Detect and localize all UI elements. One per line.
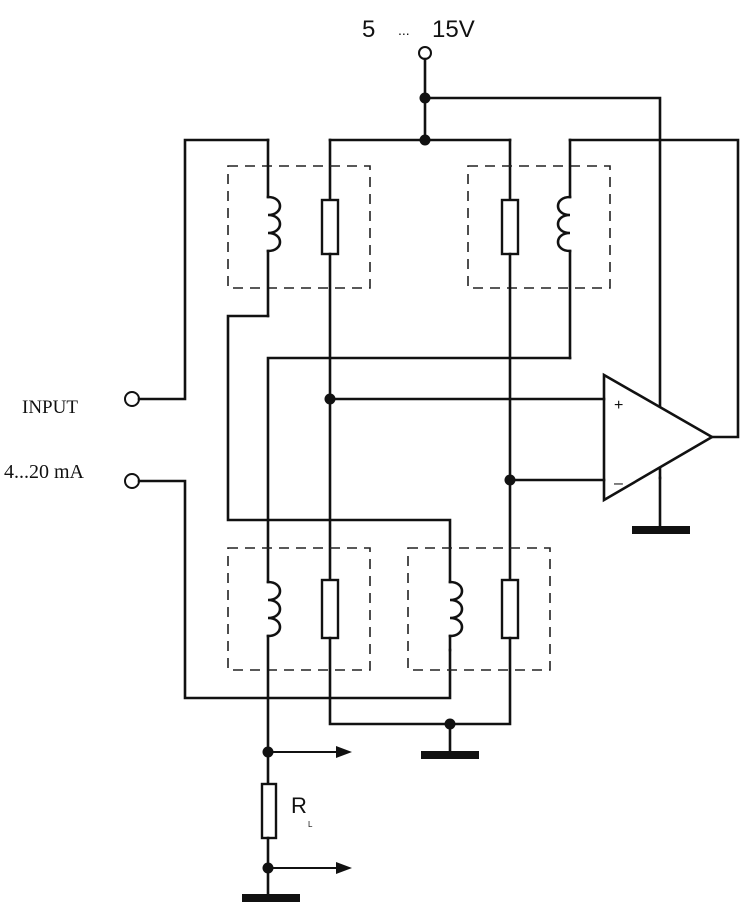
op-amp: + – <box>602 372 715 503</box>
sensor-block-top-left <box>227 165 371 289</box>
input-terminal-top[interactable] <box>124 391 140 407</box>
bottom-common-wiring <box>328 636 512 754</box>
resistor-bottom-right <box>500 578 520 640</box>
supply-voltage-high: 15V <box>432 16 475 43</box>
supply-terminal[interactable] <box>418 46 432 60</box>
resistor-top-left <box>320 198 340 256</box>
input-wiring <box>137 138 452 700</box>
junction-dot <box>419 92 431 104</box>
sensor-block-top-right <box>467 165 611 289</box>
supply-voltage-low: 5 <box>362 16 375 43</box>
load-resistor-subscript: L <box>308 820 313 829</box>
junction-dot <box>504 474 516 486</box>
input-range-label: 4...20 mA <box>4 461 85 483</box>
rail-wiring <box>226 252 572 584</box>
feedback-wire <box>568 138 740 439</box>
junction-dot <box>444 718 456 730</box>
input-terminal-bottom[interactable] <box>124 473 140 489</box>
resistor-top-right <box>500 198 520 256</box>
opamp-plus-label: + <box>614 397 623 414</box>
load-resistor-label: R <box>291 793 307 818</box>
supply-label: 5 ... 15V <box>362 16 475 43</box>
junction-dot <box>419 134 431 146</box>
ground-symbol <box>421 751 479 759</box>
input-label: INPUT <box>22 397 78 418</box>
coil-top-left <box>266 138 282 318</box>
junction-dot <box>324 393 336 405</box>
output-arrow-bottom <box>268 862 352 874</box>
ground-symbol <box>632 526 690 534</box>
output-arrow-top <box>268 746 352 758</box>
supply-voltage-dots: ... <box>398 22 410 38</box>
ground-symbol <box>242 894 300 902</box>
resistor-bottom-left <box>320 578 340 640</box>
coil-bottom-left <box>266 580 282 754</box>
load-resistor <box>260 782 278 840</box>
sensor-block-bottom-right <box>407 547 551 671</box>
coil-bottom-right <box>448 580 464 652</box>
sensor-block-bottom-left <box>227 547 371 671</box>
opamp-minus-label: – <box>614 475 623 492</box>
coil-top-right <box>556 138 572 360</box>
